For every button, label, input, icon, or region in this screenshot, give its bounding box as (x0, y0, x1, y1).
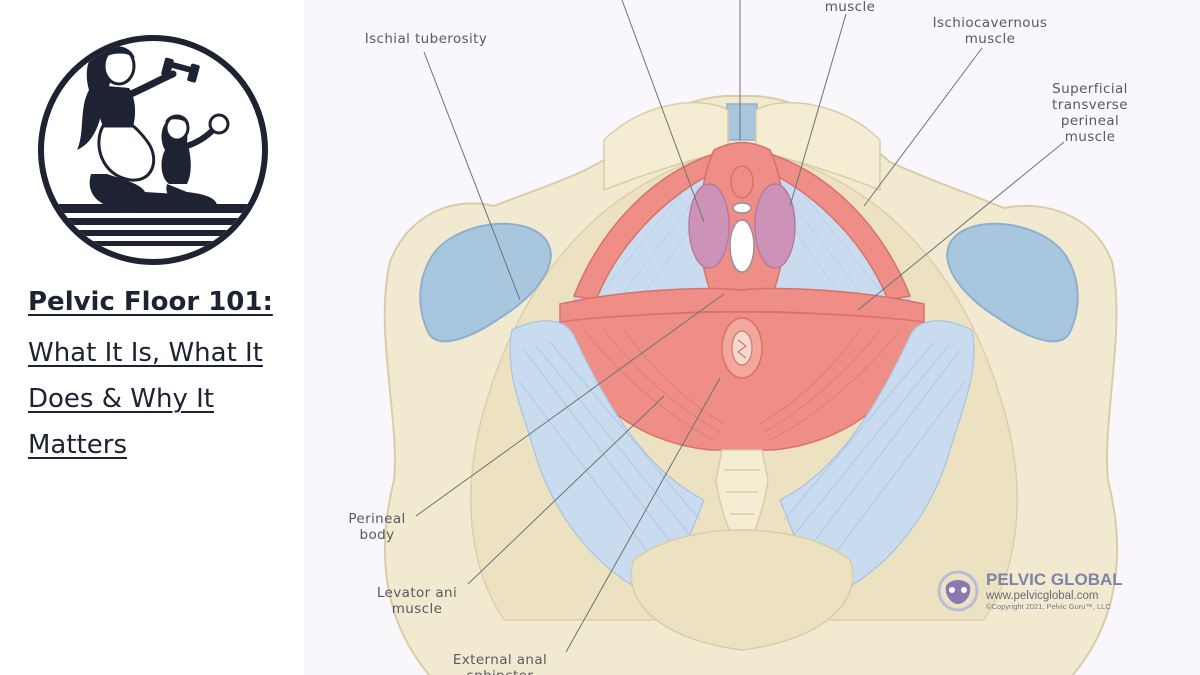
label-superficial-3: perineal (1061, 113, 1119, 129)
obturator-right (946, 222, 1079, 343)
obturator-left (419, 222, 552, 343)
article-heading: Pelvic Floor 101: What It Is, What It Do… (28, 284, 290, 468)
label-levator-2: muscle (392, 601, 443, 617)
label-perineal-2: body (360, 527, 395, 543)
heading-line-3: Matters (28, 430, 127, 460)
label-superficial-4: muscle (1065, 129, 1116, 145)
label-perineal-1: Perineal (348, 511, 405, 527)
logo-illustration-icon (38, 35, 268, 265)
pelvic-global-brand: PELVIC GLOBAL www.pelvicglobal.com ©Copy… (937, 570, 1123, 612)
brand-copyright: ©Copyright 2021, Pelvic Guru™, LLC (986, 602, 1111, 611)
left-panel: Pelvic Floor 101: What It Is, What It Do… (0, 0, 304, 675)
pelvic-floor-diagram: muscle Ischial tuberosity Ischiocavernou… (348, 0, 1128, 675)
label-levator-1: Levator ani (377, 585, 457, 601)
label-superficial-2: transverse (1052, 97, 1128, 113)
label-ischial-tuberosity: Ischial tuberosity (365, 31, 488, 47)
label-external-2: sphincter (467, 668, 534, 675)
pelvic-global-logo-icon (937, 570, 979, 612)
label-ischiocavernous-2: muscle (965, 31, 1016, 47)
anatomy-panel: muscle Ischial tuberosity Ischiocavernou… (304, 0, 1200, 675)
brand-name: PELVIC GLOBAL (986, 570, 1123, 589)
label-ischiocavernous-1: Ischiocavernous (933, 15, 1048, 31)
brand-url: www.pelvicglobal.com (985, 590, 1099, 602)
pelvic-floor-logo (37, 34, 269, 266)
heading-title: Pelvic Floor 101: (28, 287, 273, 317)
label-external-1: External anal (453, 652, 547, 668)
label-bulbospongiosus-partial: muscle (825, 0, 876, 15)
heading-line-2: Does & Why It (28, 384, 214, 414)
leader-lines (415, 0, 1065, 653)
heading-line-1: What It Is, What It (28, 338, 263, 368)
label-superficial-1: Superficial (1052, 81, 1128, 97)
